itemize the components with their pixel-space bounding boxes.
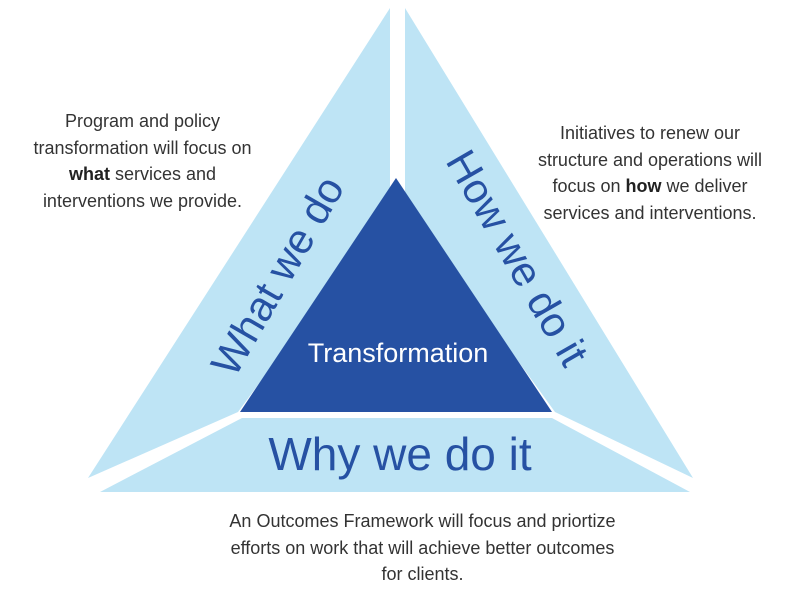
why-description: An Outcomes Framework will focus and pri… (229, 511, 616, 584)
what-description: Program and policy transformation will f… (33, 111, 252, 211)
center-label: Transformation (308, 338, 489, 368)
how-description: Initiatives to renew our structure and o… (537, 123, 763, 223)
what-we-do-segment (88, 8, 390, 478)
how-we-do-it-segment (405, 8, 693, 478)
why-we-do-it-segment (100, 418, 690, 492)
why-label: Why we do it (268, 428, 532, 480)
transformation-core (240, 178, 552, 412)
